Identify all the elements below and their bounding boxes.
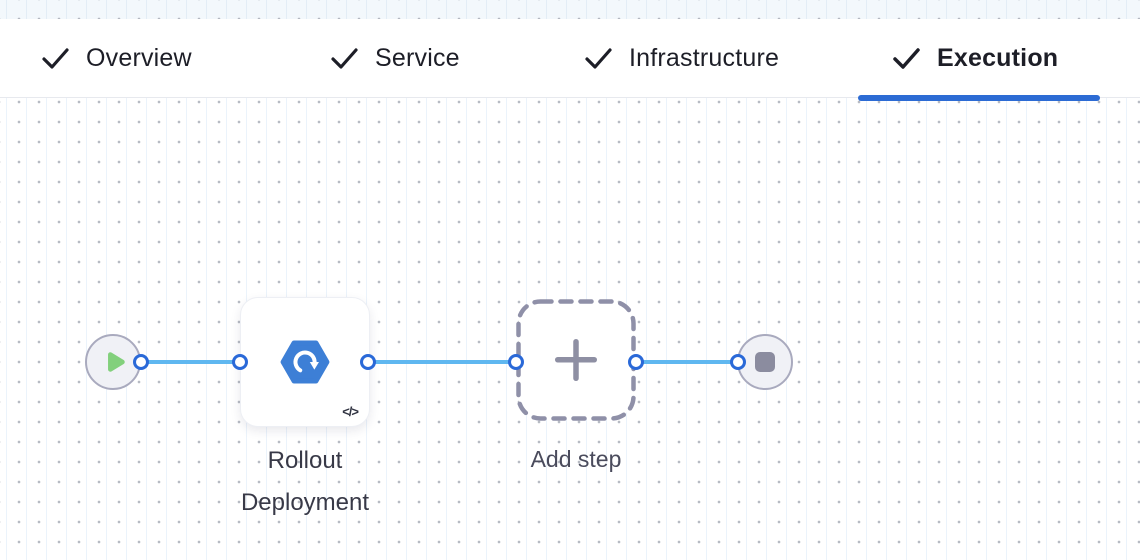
end-node[interactable] bbox=[737, 334, 793, 390]
check-icon bbox=[893, 47, 920, 69]
port[interactable] bbox=[232, 354, 248, 370]
active-tab-underline bbox=[858, 95, 1100, 101]
tab-label: Overview bbox=[86, 43, 192, 72]
edge[interactable] bbox=[368, 360, 516, 364]
plus-icon bbox=[555, 339, 597, 381]
tab-execution[interactable]: Execution bbox=[893, 19, 1058, 97]
port[interactable] bbox=[508, 354, 524, 370]
top-canvas-strip bbox=[0, 0, 1140, 19]
stage-tabbar: Overview Service Infrastructure Executio… bbox=[0, 19, 1140, 101]
edge[interactable] bbox=[636, 360, 738, 364]
port[interactable] bbox=[628, 354, 644, 370]
port[interactable] bbox=[360, 354, 376, 370]
tab-overview[interactable]: Overview bbox=[42, 19, 192, 97]
check-icon bbox=[585, 47, 612, 69]
tab-label: Infrastructure bbox=[629, 43, 780, 72]
check-icon bbox=[331, 47, 358, 69]
check-icon bbox=[42, 47, 69, 69]
code-badge[interactable]: </> bbox=[342, 404, 359, 419]
tab-infrastructure[interactable]: Infrastructure bbox=[585, 19, 779, 97]
tab-service[interactable]: Service bbox=[331, 19, 460, 97]
tab-label: Service bbox=[375, 43, 460, 72]
tab-label: Execution bbox=[937, 43, 1059, 72]
start-node[interactable] bbox=[85, 334, 141, 390]
step-label: Rollout Deployment bbox=[240, 447, 370, 516]
play-icon bbox=[108, 352, 125, 372]
rollout-deployment-icon bbox=[280, 340, 330, 384]
port[interactable] bbox=[133, 354, 149, 370]
step-node[interactable]: </> bbox=[240, 297, 370, 427]
add-step-label: Add step bbox=[530, 446, 622, 472]
pipeline-canvas[interactable]: </> Rollout Deployment Add step bbox=[0, 98, 1140, 560]
stop-icon bbox=[755, 352, 775, 372]
edge[interactable] bbox=[141, 360, 240, 364]
add-step-node[interactable] bbox=[516, 299, 636, 421]
port[interactable] bbox=[730, 354, 746, 370]
